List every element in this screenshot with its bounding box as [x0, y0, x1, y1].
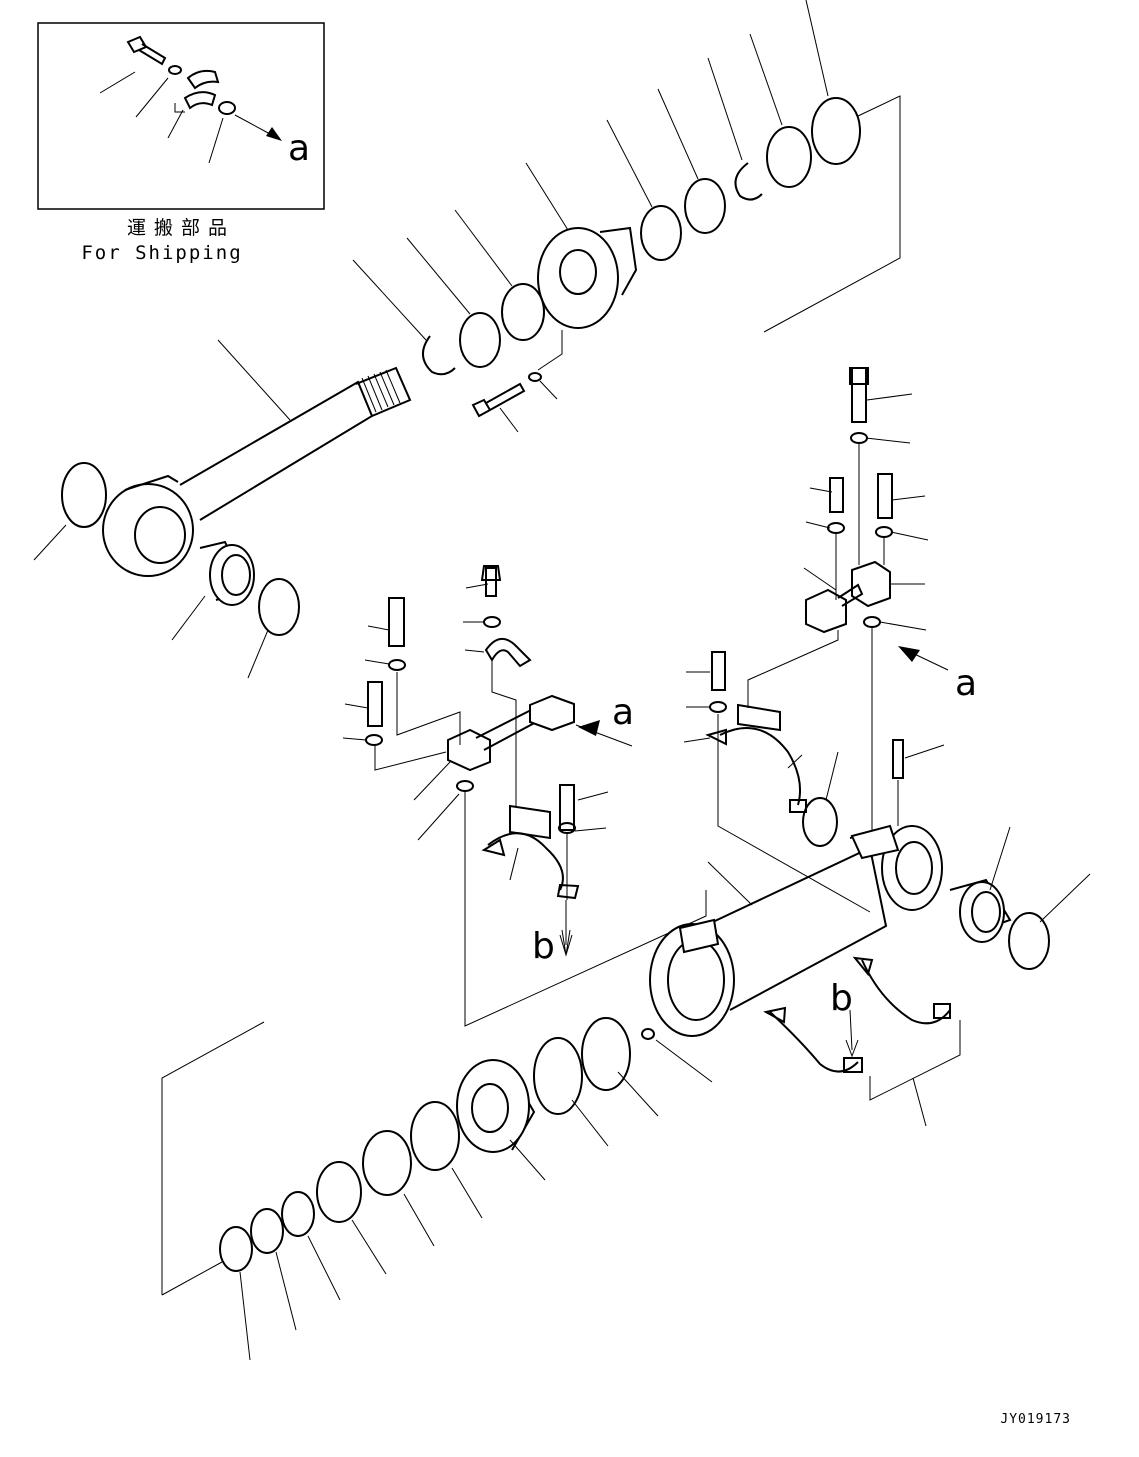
rod-eye-bushing	[199, 540, 255, 606]
ref-a-right: a	[955, 663, 977, 704]
clip-m1	[484, 638, 532, 668]
flange-m2	[529, 694, 575, 732]
head-washer	[528, 372, 542, 382]
band-m1	[481, 804, 580, 900]
head-bushing	[501, 283, 545, 341]
snap-ring-top	[734, 162, 763, 201]
piston	[456, 1059, 536, 1153]
bolt-r2	[829, 477, 844, 513]
bolt-r4	[711, 651, 726, 691]
tube-eye-bushing	[949, 878, 1012, 943]
backup-ring-2	[250, 1208, 284, 1254]
inset-bolt	[126, 35, 167, 66]
oring-m1	[456, 780, 474, 792]
band-lower-left	[769, 1011, 859, 1073]
buffer-ring	[640, 205, 682, 261]
washer-m4	[558, 822, 576, 834]
wiper-ring	[811, 97, 861, 165]
inset-clamp-lower	[183, 91, 217, 110]
rod-seal	[766, 126, 812, 188]
piston-rod	[102, 366, 412, 577]
washer-r4	[709, 701, 727, 713]
washer-m3	[365, 734, 383, 746]
piston-wear-ring-1	[581, 1017, 631, 1091]
middle-pipe-assembly	[342, 565, 707, 1027]
cylinder-tube	[649, 824, 943, 1037]
flange-r2	[805, 588, 847, 634]
ref-a-mid: a	[612, 692, 634, 733]
head-oring	[459, 312, 501, 368]
head-seal-stack	[352, 0, 901, 433]
shipping-inset: a	[37, 22, 325, 210]
right-pipe-assembly	[683, 367, 949, 913]
lower-bands	[763, 956, 961, 1127]
bolt-m2	[388, 597, 405, 647]
rod-eye	[102, 483, 194, 577]
rod-eye-seal-left	[61, 462, 107, 528]
flange-r1	[851, 560, 891, 608]
washer-r1	[850, 432, 868, 444]
inset-frame	[37, 22, 325, 210]
set-screw	[641, 1028, 655, 1040]
bolt-r1	[851, 367, 867, 423]
bushing-top	[684, 178, 726, 234]
band-lower-right	[861, 959, 951, 1025]
arrow-a-right	[898, 646, 920, 662]
piston-ring-1	[410, 1101, 460, 1171]
band-r1	[705, 703, 807, 813]
piston-ring-3	[316, 1161, 362, 1223]
piston-wear-ring-2	[533, 1037, 583, 1115]
flange-m1	[447, 728, 491, 772]
bolt-r3	[877, 473, 893, 519]
pipe-r1	[837, 583, 864, 607]
oring-r1	[863, 616, 881, 628]
arrow-a-mid	[578, 720, 600, 736]
cylinder-head	[537, 226, 638, 329]
washer-r3	[875, 526, 893, 538]
tube-eye-seal	[1008, 912, 1050, 970]
inset-arrow	[266, 127, 282, 141]
bolt-m1	[485, 567, 497, 597]
backup-ring-1	[281, 1191, 315, 1237]
grease-fitting	[892, 739, 904, 779]
snap-ring-head	[422, 335, 456, 376]
washer-r2	[827, 522, 845, 534]
shipping-label-jp: 運搬部品	[127, 217, 235, 239]
inset-clamp-upper	[186, 69, 220, 90]
ref-b-right: b	[830, 978, 853, 1019]
piston-ring-2	[362, 1130, 412, 1196]
inset-washer	[168, 65, 182, 75]
shipping-label-en: For Shipping	[81, 242, 242, 264]
piston-seal-stack	[161, 1017, 713, 1361]
oring-bottom	[219, 1226, 253, 1272]
oring-r2	[802, 797, 838, 847]
head-bolt	[471, 382, 526, 418]
arrow-b-left	[559, 929, 573, 957]
rod-eye-seal-right	[258, 578, 300, 636]
inset-oring	[218, 101, 236, 115]
washer-m2	[388, 659, 406, 671]
washer-m1	[483, 616, 501, 628]
arrow-b-right	[845, 1039, 859, 1058]
drawing-code: JY019173	[1000, 1412, 1071, 1427]
bolt-m3	[367, 681, 383, 727]
ref-b-left: b	[532, 926, 555, 967]
inset-ref-a: a	[288, 128, 310, 169]
